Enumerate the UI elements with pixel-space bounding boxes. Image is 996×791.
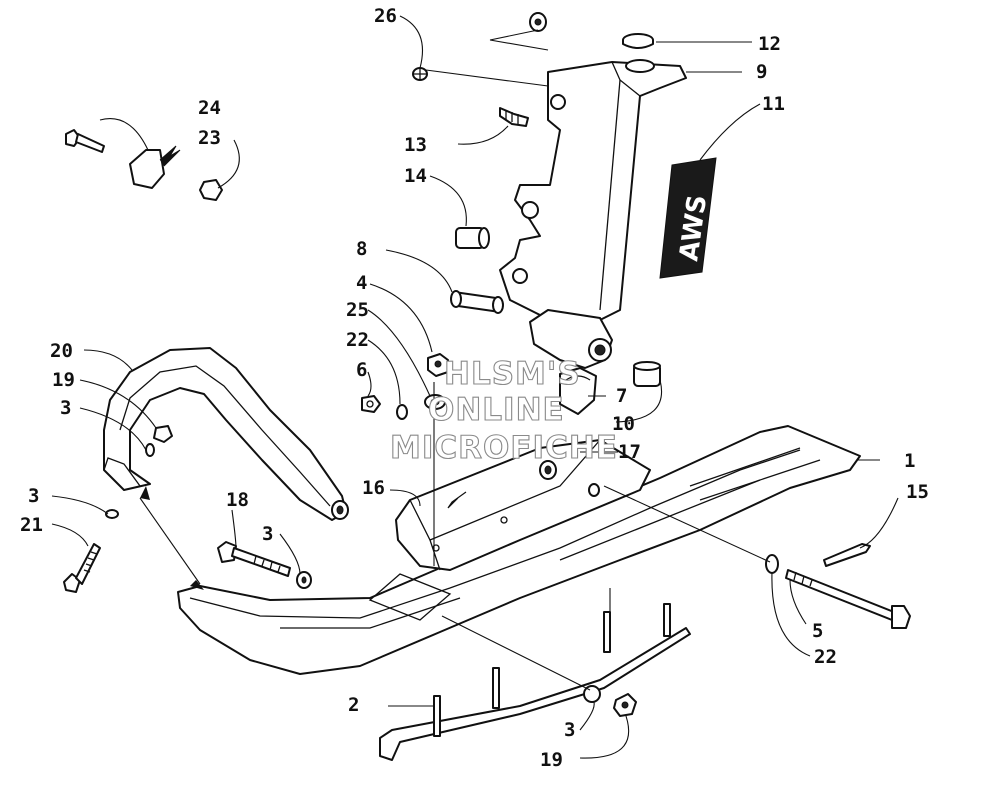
ski-part-1 xyxy=(177,425,861,675)
callout-11: 11 xyxy=(762,93,785,115)
callout-5: 5 xyxy=(812,620,823,642)
bushing-part-10 xyxy=(633,361,661,387)
callout-8: 8 xyxy=(356,238,367,260)
callout-14: 14 xyxy=(404,165,427,187)
nut-part-26 xyxy=(412,12,547,81)
leader-lines xyxy=(51,15,899,759)
callout-22: 22 xyxy=(814,646,837,668)
callout-4: 4 xyxy=(356,272,367,294)
saddle-part-7 xyxy=(559,367,597,415)
callout-labels: 1 2 3 3 3 3 4 5 6 7 8 9 10 11 12 13 14 1… xyxy=(20,5,929,771)
nut-part-23 xyxy=(199,179,223,201)
washer-part-3a xyxy=(145,443,155,457)
bushing-part-14 xyxy=(455,227,490,249)
watermark-line-1: HLSM'S xyxy=(444,356,581,392)
washer-part-3d xyxy=(583,685,601,703)
callout-19: 19 xyxy=(52,369,75,391)
washer-part-3c xyxy=(296,571,312,589)
cap-part-12 xyxy=(622,33,654,49)
callout-9: 9 xyxy=(756,61,767,83)
bolt-part-24 xyxy=(65,129,105,153)
callout-16: 16 xyxy=(362,477,385,499)
bolt-part-5 xyxy=(785,569,911,629)
watermark-line-3: MICROFICHE xyxy=(390,430,618,466)
callout-22: 22 xyxy=(346,329,369,351)
callout-25: 25 xyxy=(346,299,369,321)
callout-6: 6 xyxy=(356,359,367,381)
callout-26: 26 xyxy=(374,5,397,27)
washer-part-22b xyxy=(765,554,779,574)
bolt-part-21 xyxy=(63,543,101,593)
callout-21: 21 xyxy=(20,514,43,536)
wear-bar-part-2 xyxy=(379,603,691,761)
callout-3: 3 xyxy=(28,485,39,507)
callout-3: 3 xyxy=(564,719,575,741)
grease-fitting-part-13 xyxy=(499,107,529,127)
ski-handle-part-20 xyxy=(103,347,349,521)
watermark: HLSM'S ONLINE MICROFICHE xyxy=(389,355,618,466)
watermark-line-2: ONLINE xyxy=(428,392,565,428)
sleeve-part-8 xyxy=(450,290,504,314)
decal-part-11: AWS xyxy=(659,157,717,279)
washer-part-22 xyxy=(396,404,408,420)
callout-2: 2 xyxy=(348,694,359,716)
nut-part-4 xyxy=(427,353,449,377)
callout-3: 3 xyxy=(262,523,273,545)
callout-1: 1 xyxy=(904,450,915,472)
ski-saddle-part-16 xyxy=(368,439,651,621)
callout-10: 10 xyxy=(612,413,635,435)
callout-13: 13 xyxy=(404,134,427,156)
callout-20: 20 xyxy=(50,340,73,362)
bracket-part xyxy=(129,145,181,189)
nut-part-19a xyxy=(153,425,173,443)
callout-7: 7 xyxy=(616,385,627,407)
callout-24: 24 xyxy=(198,97,221,119)
washer-part-3b xyxy=(105,509,119,519)
callout-23: 23 xyxy=(198,127,221,149)
cotter-pin-part-15 xyxy=(823,543,871,567)
callout-12: 12 xyxy=(758,33,781,55)
spindle-part-9 xyxy=(499,59,687,369)
washer-part-25 xyxy=(424,394,446,410)
bolt-part-6 xyxy=(361,395,381,413)
callout-18: 18 xyxy=(226,489,249,511)
bolt-part-18 xyxy=(217,541,291,577)
callout-19: 19 xyxy=(540,749,563,771)
nut-part-19b xyxy=(613,693,637,717)
callout-17: 17 xyxy=(618,441,641,463)
callout-15: 15 xyxy=(906,481,929,503)
callout-3: 3 xyxy=(60,397,71,419)
